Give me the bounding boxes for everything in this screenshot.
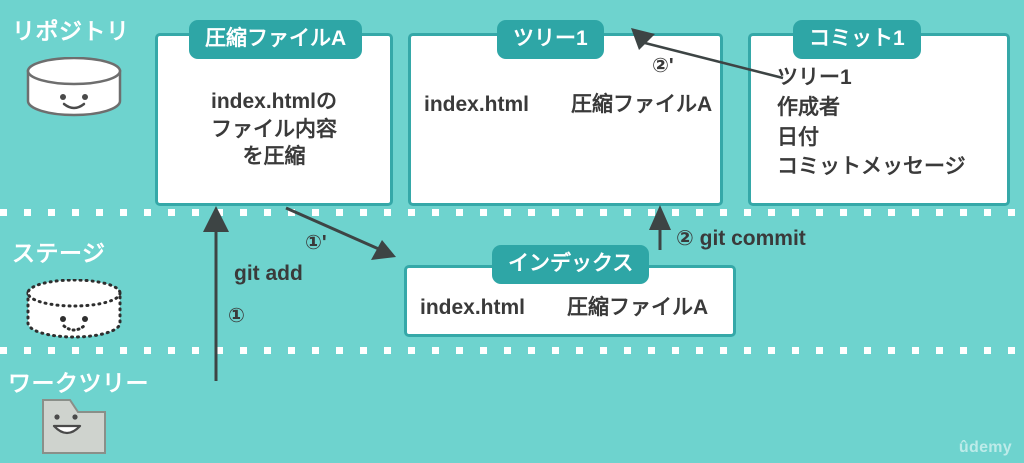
repository-cylinder-icon bbox=[26, 57, 122, 117]
worktree-folder-icon bbox=[42, 399, 106, 454]
card-tab-commit-1: コミット1 bbox=[793, 20, 921, 60]
annotation-step-1-prime: ①' bbox=[305, 232, 327, 254]
annotation-step-1: ① bbox=[228, 305, 245, 327]
udemy-watermark: ûdemy bbox=[958, 439, 1012, 456]
arrow-git-add-to-repository bbox=[203, 206, 229, 381]
annotation-step-2-prime: ②' bbox=[652, 55, 674, 77]
card-compressed-file-a bbox=[155, 33, 393, 206]
card-body-commit-1: ツリー1 作成者 日付 コミットメッセージ bbox=[777, 66, 966, 179]
card-body-compressed-file-a: index.htmlの ファイル内容 を圧縮 bbox=[210, 90, 337, 169]
lane-label-repository: リポジトリ bbox=[12, 18, 130, 44]
card-index bbox=[404, 265, 736, 337]
lane-label-stage: ステージ bbox=[12, 240, 106, 266]
card-tab-index: インデックス bbox=[492, 245, 650, 285]
card-body-tree-1: index.html 圧縮ファイルA bbox=[424, 93, 713, 116]
annotation-git-add: git add bbox=[234, 262, 303, 285]
annotation-git-commit: ② git commit bbox=[676, 227, 806, 250]
card-tab-compressed-file-a: 圧縮ファイルA bbox=[189, 20, 363, 60]
card-body-index: index.html 圧縮ファイルA bbox=[420, 296, 709, 319]
lane-divider-repository-stage bbox=[0, 209, 1024, 216]
lane-label-worktree: ワークツリー bbox=[8, 370, 149, 396]
card-tab-tree-1: ツリー1 bbox=[497, 20, 604, 60]
lane-divider-stage-worktree bbox=[0, 347, 1024, 354]
stage-dashed-cylinder-icon bbox=[26, 279, 122, 339]
card-commit-1 bbox=[748, 33, 1010, 206]
